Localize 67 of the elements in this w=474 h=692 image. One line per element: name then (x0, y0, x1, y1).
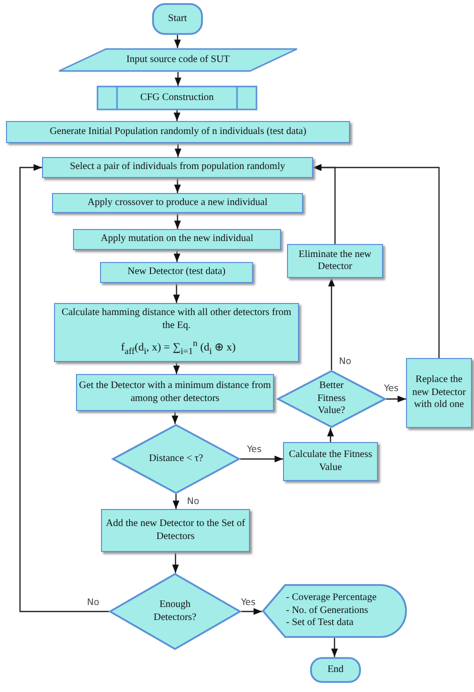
process-box (42, 157, 313, 178)
arrow (173, 362, 180, 374)
edge-label: Yes (246, 446, 263, 455)
display-shape (262, 584, 407, 638)
process-box (287, 244, 383, 278)
terminal-shape (152, 3, 203, 35)
node-text: New Detector (test data) (127, 266, 226, 279)
edge-label: No (86, 599, 100, 608)
node-text: Get the Detector with a minimum distance from among other detectors (78, 380, 272, 405)
arrow (386, 396, 406, 402)
process-box (101, 509, 250, 552)
process-box (73, 229, 281, 250)
node-text: Start (168, 12, 187, 26)
arrow (240, 456, 283, 462)
node-text: Select a pair of individuals from population randomly (70, 161, 286, 174)
node-text: - No. of Generations (286, 604, 368, 618)
arrow (331, 638, 338, 657)
process-box (54, 303, 299, 362)
terminal-shape (310, 657, 361, 683)
edge-label: Yes (240, 599, 257, 608)
process-box (100, 262, 253, 283)
node-text: Calculate the Fitness Value (288, 449, 374, 474)
node-text: Calculate hamming distance with all other detectors from the Eq. (61, 307, 292, 332)
edge-label: Yes (383, 385, 400, 394)
arrow (19, 164, 109, 612)
arrow (172, 494, 180, 509)
arrow (172, 552, 179, 573)
node-text: Apply mutation on the new individual (100, 233, 254, 246)
edge-label: No (186, 498, 200, 507)
process-box (76, 374, 274, 411)
arrow (241, 608, 262, 615)
node-text: Eliminate the new Detector (298, 248, 372, 274)
node-text: Better Fitness Value? (316, 380, 347, 418)
input-parallelogram (58, 48, 298, 72)
arrow (174, 110, 180, 121)
node-text: Enough Detectors? (152, 599, 198, 624)
node-text: CFG Construction (140, 92, 214, 104)
process-box (6, 121, 350, 143)
arrow (174, 178, 181, 193)
predefined-process-box (97, 86, 257, 110)
process-box (52, 193, 303, 213)
arrow (174, 35, 181, 48)
formula: f$_{aff}$(d$_{i}$, x) = ∑$_{i=1}$$^{n}$ (d$_{i}$ ⊕ x) (121, 338, 236, 358)
node-text: Replace the new Detector with old one (411, 374, 467, 412)
node-text: - Set of Test data (286, 617, 354, 630)
process-box (283, 442, 378, 481)
process-box (406, 358, 472, 428)
arrow (328, 278, 335, 370)
arrow (172, 411, 178, 424)
node-text: - Coverage Percentage (286, 592, 377, 605)
edge-label: No (338, 358, 352, 367)
arrow (327, 428, 334, 442)
node-text: Add the new Detector to the Set of Detectors (104, 518, 246, 543)
node-text: Input source code of SUT (126, 54, 230, 66)
arrow (174, 213, 181, 229)
node-text: Distance < τ? (148, 452, 204, 466)
decision-diamond (277, 370, 386, 428)
node-text: Apply crossover to produce a new individual (88, 196, 268, 210)
arrow (174, 143, 182, 157)
decision-diamond (109, 573, 241, 650)
node-text: Generate Initial Population randomly of n individuals (test data) (50, 126, 306, 138)
arrow (174, 250, 180, 262)
arrow (173, 283, 180, 303)
decision-diamond (112, 424, 240, 494)
arrow (174, 72, 182, 86)
arrow (313, 164, 440, 358)
node-text: End (327, 664, 344, 676)
